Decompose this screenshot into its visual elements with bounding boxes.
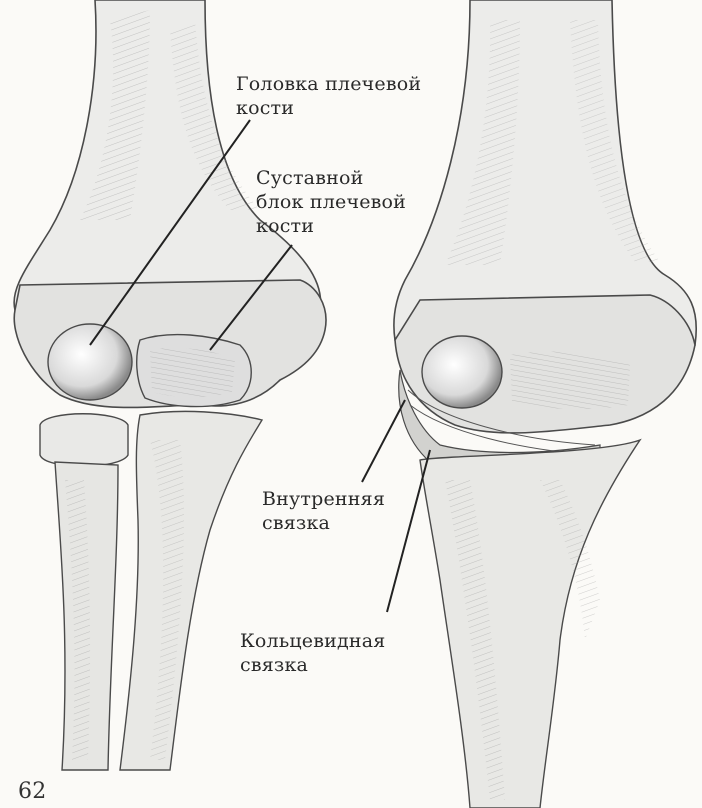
leader-annular-ligament: [387, 450, 430, 612]
leader-inner-ligament: [362, 400, 405, 482]
label-annular-ligament: Кольцевидная связка: [240, 629, 385, 677]
left-ulna: [120, 411, 262, 770]
right-capitulum: [422, 336, 502, 408]
left-radius-head: [40, 414, 128, 467]
left-humerus-shaft: [14, 0, 321, 310]
label-humerus-head: Головка плечевой кости: [236, 72, 421, 120]
right-humerus-shaft: [394, 0, 696, 345]
label-inner-ligament: Внутренняя связка: [262, 487, 385, 535]
page-number: 62: [18, 780, 46, 804]
left-capitulum: [48, 324, 132, 400]
right-elbow: [362, 0, 696, 808]
label-humerus-trochlea: Суставной блок плечевой кости: [256, 166, 406, 238]
